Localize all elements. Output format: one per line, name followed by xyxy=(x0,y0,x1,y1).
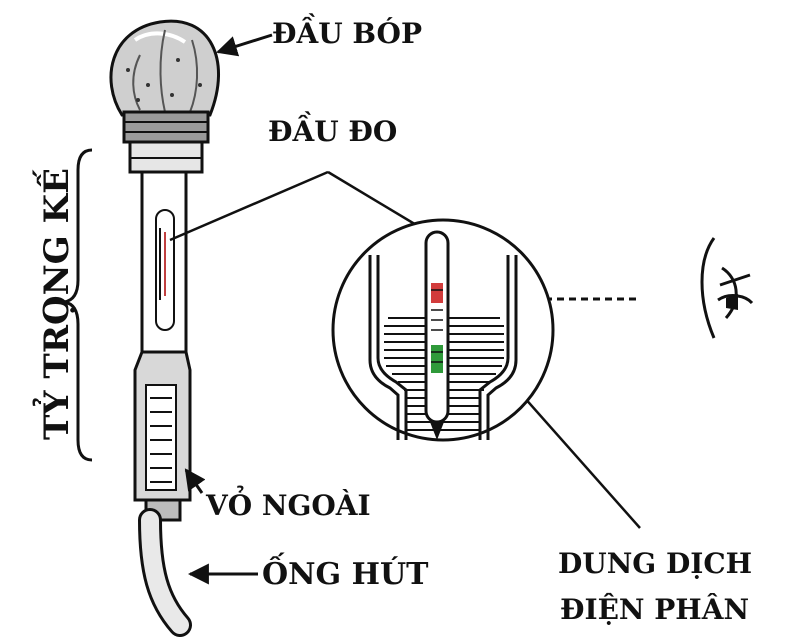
probe-label: ĐẦU ĐO xyxy=(268,115,398,148)
casing-label: VỎ NGOÀI xyxy=(206,489,371,522)
electrolyte-label-line1: DUNG DỊCH xyxy=(558,547,753,580)
brace xyxy=(63,148,93,462)
bulb-label: ĐẦU BÓP xyxy=(272,17,422,50)
rubber-bulb xyxy=(109,19,220,174)
hydrometer-label: TỶ TRỌNG KẾ xyxy=(37,168,77,440)
electrolyte-label-line2: ĐIỆN PHÂN xyxy=(560,593,750,626)
magnified-view xyxy=(331,218,555,442)
eye-icon xyxy=(700,237,754,339)
suction-tube xyxy=(138,508,192,637)
tube-label: ỐNG HÚT xyxy=(262,557,429,592)
glass-barrel xyxy=(140,170,188,354)
outer-casing xyxy=(133,350,192,522)
